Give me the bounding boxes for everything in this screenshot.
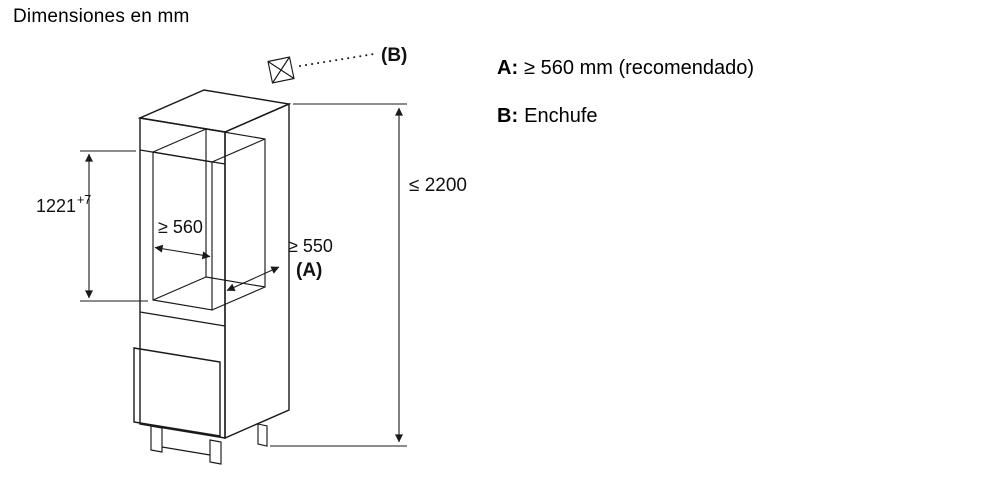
dim-niche-height: 1221 +7	[36, 150, 148, 302]
dim-label-niche-height: 1221	[36, 196, 76, 216]
legend-text: ≥ 560 mm (recomendado)	[524, 57, 755, 79]
legend-item-b: B:Enchufe	[497, 106, 598, 126]
plinth-line	[161, 446, 211, 456]
cabinet-foot	[150, 425, 163, 453]
shelf-edge	[139, 311, 226, 327]
cabinet-foot	[257, 423, 268, 447]
socket-leader-line	[299, 53, 375, 67]
niche-back-wall	[205, 128, 266, 288]
dim-label-overall-height: ≤ 2200	[409, 175, 467, 196]
legend-item-a: A:≥ 560 mm (recomendado)	[497, 58, 754, 78]
niche-depth-edge	[211, 138, 266, 163]
label-socket-ref: (B)	[381, 45, 407, 66]
socket-cross	[272, 56, 290, 84]
dim-label-niche-width: ≥ 560	[158, 217, 203, 237]
dimension-line	[226, 266, 280, 292]
niche-depth-edge	[152, 128, 207, 153]
niche-depth-edge	[152, 276, 207, 301]
dim-niche-depth: ≥ 550 (A)	[226, 236, 333, 292]
legend-text: Enchufe	[524, 105, 598, 127]
cabinet-drawing	[133, 89, 292, 465]
dim-label-depth-ref: (A)	[296, 260, 322, 281]
diagram-title: Dimensiones en mm	[13, 6, 190, 27]
cabinet-foot	[209, 439, 222, 465]
dim-label-niche-height-sup: +7	[77, 193, 91, 207]
appliance-door	[133, 347, 221, 437]
cabinet-side-face	[224, 102, 290, 440]
niche-depth-edge	[211, 286, 266, 311]
dim-label-niche-depth: ≥ 550	[288, 236, 333, 256]
legend-key: B:	[497, 105, 519, 127]
dimension-line	[154, 244, 211, 260]
dim-niche-width: ≥ 560	[154, 217, 211, 260]
legend-key: A:	[497, 57, 519, 79]
cabinet-top-face	[137, 89, 292, 133]
socket-icon	[267, 56, 295, 84]
dim-overall-height: ≤ 2200	[270, 103, 467, 447]
